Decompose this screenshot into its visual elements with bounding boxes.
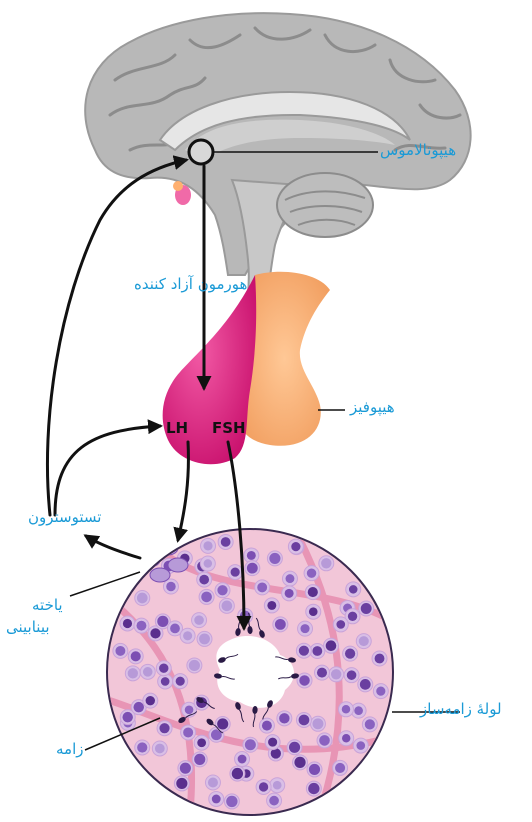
interstitial-cell-label-line2: بینابینی — [6, 618, 50, 636]
seminiferous-tubule-cross-section — [107, 529, 393, 815]
releasing-hormone-label: هورمون آزاد کننده — [134, 275, 247, 293]
hypothalamus-marker — [189, 140, 213, 164]
interstitial-cell-label-line1: یاخته — [32, 596, 63, 614]
testosterone-label: تستوسترون — [28, 508, 101, 526]
fsh-label: FSH — [212, 419, 246, 437]
seminiferous-tubule-label: لولهٔ زامه‌ساز — [420, 700, 502, 718]
sperm-label: زامه — [56, 740, 84, 758]
testosterone-to-pituitary-arrow — [55, 426, 160, 515]
interstitial-to-testosterone-arrow — [86, 536, 140, 558]
lh-label: LH — [166, 419, 188, 437]
pituitary-label: هیپوفیز — [350, 398, 395, 416]
hypothalamus-label: هیپوتالاموس — [380, 141, 456, 159]
